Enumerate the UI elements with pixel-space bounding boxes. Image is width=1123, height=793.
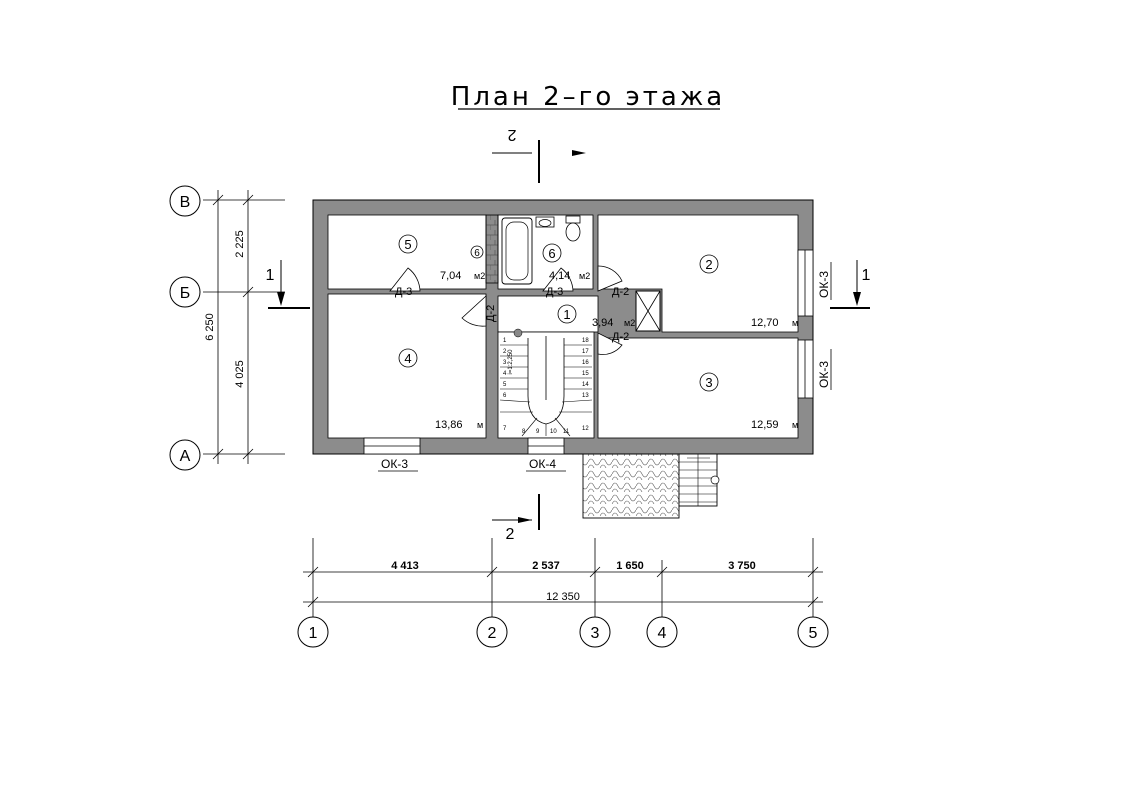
room-3-floor [597, 337, 799, 439]
room-area: 3,94 [592, 317, 613, 329]
window-label: ОК-3 [817, 271, 831, 298]
axis-marker-column: 1 [309, 625, 318, 642]
section-mark-top: 2 [507, 126, 516, 143]
room-number: 2 [705, 257, 712, 272]
stair-step-number: 2 [503, 349, 507, 355]
window-openings [363, 249, 814, 455]
room-area-unit: м2 [474, 271, 485, 281]
bathtub [501, 217, 533, 285]
room-number: 5 [404, 237, 411, 252]
room-area: 4,14 [549, 270, 570, 282]
balcony-tiled [582, 453, 680, 519]
room-labels: 1 3,94 м2 2 12,70 м 3 12,59 м 4 13,86 м … [398, 234, 798, 431]
room-area-unit: м [792, 420, 798, 430]
sink [535, 216, 555, 228]
door-label: Д-2 [485, 305, 497, 322]
window-label: ОК-4 [529, 457, 556, 471]
room-1-floor [497, 295, 599, 333]
room-area: 13,86 [435, 419, 463, 431]
axis-marker-column: 3 [591, 625, 600, 642]
dimension-horizontal: 4 413 [391, 560, 419, 572]
stair-step-number: 4 [503, 371, 507, 377]
room-area-unit: м2 [579, 271, 590, 281]
section-mark-right: 1 [862, 267, 871, 284]
stair-slope-label: i=1:2,250 [508, 349, 514, 375]
walls [312, 199, 814, 455]
stair-step-number: 12 [582, 426, 589, 432]
section-mark-left: 1 [266, 267, 275, 284]
axis-marker-column: 2 [488, 625, 497, 642]
vertical-dimensions [203, 190, 285, 464]
porch [582, 453, 720, 519]
dimension-total: 12 350 [546, 591, 580, 603]
room-number: 3 [705, 375, 712, 390]
door-swings [389, 265, 623, 355]
door-label: Д-3 [546, 286, 563, 298]
section-mark-bottom: 2 [506, 526, 515, 543]
room-area: 12,70 [751, 317, 779, 329]
column-axis-markers: 1 2 3 4 5 [297, 616, 829, 648]
toilet [565, 215, 581, 224]
room-area-unit: м [477, 420, 483, 430]
chimney [485, 214, 499, 284]
axis-marker-row: В [180, 194, 191, 211]
room-number: 6 [548, 246, 555, 261]
room-area-unit: м2 [624, 318, 635, 328]
stair-step-number: 14 [582, 382, 589, 388]
stair-step-number: 13 [582, 393, 589, 399]
stair-step-number: 8 [522, 429, 526, 435]
section-marks: 2 2 1 1 [266, 126, 871, 543]
dimension-vertical-total: 6 250 [204, 313, 216, 341]
axis-marker-column: 5 [809, 625, 818, 642]
window-labels: ОК-3 ОК-4 ОК-3 ОК-3 [378, 262, 832, 472]
axis-marker-column: 4 [658, 625, 667, 642]
dimension-horizontal: 2 537 [532, 560, 560, 572]
stair-step-number: 9 [536, 429, 540, 435]
chimney-marker: 6 [474, 248, 480, 259]
row-axis-markers: В Б А [169, 185, 201, 471]
door-label: Д-2 [612, 286, 629, 298]
staircase: i=1:2,250 1 2 3 4 5 6 7 18 17 16 15 14 1… [499, 328, 593, 437]
room-area-unit: м [792, 318, 798, 328]
dimension-vertical: 4 025 [234, 360, 246, 388]
room-number: 1 [563, 307, 570, 322]
axis-marker-row: А [180, 448, 191, 465]
door-label: Д-2 [612, 331, 629, 343]
dimension-vertical: 2 225 [234, 230, 246, 258]
axis-marker-row: Б [180, 285, 191, 302]
room-area: 12,59 [751, 419, 779, 431]
stair-step-number: 3 [503, 360, 507, 366]
dimension-horizontal: 1 650 [616, 560, 644, 572]
window-label: ОК-3 [381, 457, 408, 471]
stair-step-number: 7 [503, 426, 507, 432]
room-number: 4 [404, 351, 411, 366]
window-label: ОК-3 [817, 361, 831, 388]
door-label: Д-3 [395, 286, 412, 298]
stair-step-number: 6 [503, 393, 507, 399]
stair-step-number: 11 [563, 429, 570, 435]
stair-step-number: 16 [582, 360, 589, 366]
bathroom-fixtures [501, 215, 581, 285]
stair-step-number: 15 [582, 371, 589, 377]
stair-step-number: 5 [503, 382, 507, 388]
dimension-horizontal: 3 750 [728, 560, 756, 572]
stair-step-number: 17 [582, 349, 589, 355]
horizontal-dimensions [303, 538, 823, 618]
door-labels: Д-3 Д-2 Д-3 Д-2 Д-2 [395, 286, 629, 343]
stair-step-number: 1 [503, 338, 507, 344]
room-area: 7,04 [440, 270, 461, 282]
drawing-title: План 2–го этажа [451, 82, 725, 112]
horizontal-dimension-values: 4 413 2 537 1 650 3 750 [391, 560, 756, 572]
stair-step-number: 10 [550, 429, 557, 435]
stair-step-number: 18 [582, 338, 589, 344]
